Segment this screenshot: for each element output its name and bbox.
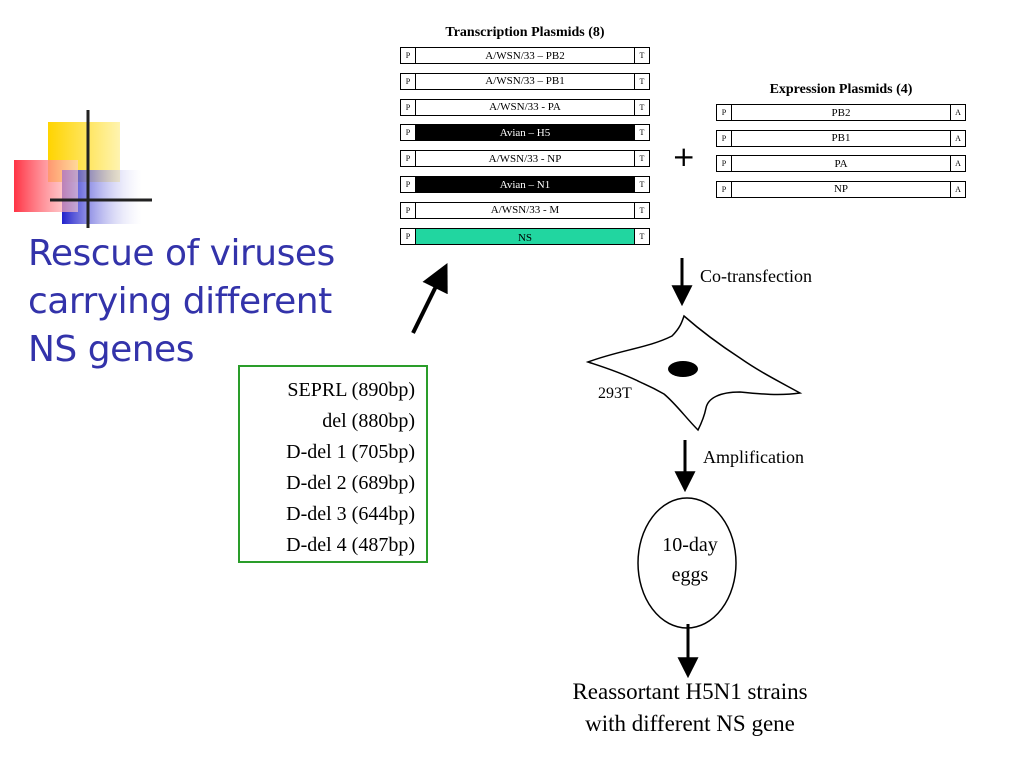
ns-variant-item: D-del 4 (487bp)	[286, 534, 415, 556]
terminator-label: T	[634, 48, 649, 63]
cell-nucleus	[668, 361, 698, 377]
eggs-line-2: eggs	[671, 564, 709, 586]
transcription-plasmid-5: P A/WSN/33 - NP T	[400, 150, 650, 168]
promoter-label: P	[401, 202, 416, 218]
promoter-label: P	[401, 125, 416, 141]
promoter-label: P	[717, 105, 732, 120]
promoter-label: P	[401, 151, 416, 167]
terminator-label: A	[950, 105, 965, 120]
ns-variant-item: D-del 3 (644bp)	[286, 503, 415, 525]
terminator-label: A	[950, 181, 965, 197]
terminator-label: T	[634, 177, 649, 192]
plasmid-label: A/WSN/33 - M	[490, 204, 560, 217]
transcription-plasmid-3: P A/WSN/33 - PA T	[400, 98, 650, 116]
ns-variant-item: D-del 1 (705bp)	[286, 441, 415, 463]
promoter-label: P	[401, 48, 416, 63]
terminator-label: T	[634, 73, 649, 89]
expression-plasmids-title: Expression Plasmids (4)	[769, 82, 913, 97]
promoter-label: P	[401, 99, 416, 115]
promoter-label: P	[401, 177, 416, 192]
expression-plasmid-1: P PB2 A	[716, 104, 966, 121]
terminator-label: A	[950, 130, 965, 146]
plasmid-label: Avian – H5	[416, 125, 634, 141]
slide-title: Rescue of viruses carrying different NS …	[28, 233, 335, 370]
terminator-label: A	[950, 156, 965, 171]
plasmid-label: A/WSN/33 – PB1	[485, 75, 565, 88]
terminator-label: T	[634, 202, 649, 218]
cotransfection-label: Co-transfection	[700, 266, 812, 286]
plasmid-label: PB2	[831, 106, 851, 119]
expression-plasmid-4: P NP A	[716, 180, 966, 198]
transcription-plasmid-7: P A/WSN/33 - M T	[400, 201, 650, 219]
eggs-label: 10-day eggs	[640, 530, 740, 590]
terminator-label: T	[634, 125, 649, 141]
eggs-line-1: 10-day	[662, 534, 718, 556]
plasmid-label: NS	[416, 228, 634, 244]
cell-line-label: 293T	[598, 385, 632, 402]
ns-variant-item: D-del 2 (689bp)	[286, 472, 415, 494]
plasmid-label: A/WSN/33 - NP	[488, 152, 562, 165]
amplification-label: Amplification	[703, 447, 804, 467]
plasmid-label: PA	[834, 157, 848, 170]
result-text: Reassortant H5N1 strains with different …	[520, 676, 860, 740]
terminator-label: T	[634, 228, 649, 244]
promoter-label: P	[717, 181, 732, 197]
ns-to-plasmid-arrow	[411, 262, 448, 334]
transcription-plasmid-2: P A/WSN/33 – PB1 T	[400, 72, 650, 90]
expression-plasmid-2: P PB1 A	[716, 129, 966, 147]
cell-shape	[585, 314, 803, 432]
terminator-label: T	[634, 151, 649, 167]
ns-variant-item: del (880bp)	[322, 410, 415, 432]
terminator-label: T	[634, 99, 649, 115]
plasmid-label: NP	[833, 183, 849, 195]
transcription-plasmids-title: Transcription Plasmids (8)	[445, 25, 605, 40]
plasmid-label: A/WSN/33 – PB2	[485, 49, 565, 62]
plus-sign: +	[672, 140, 696, 173]
result-line-2: with different NS gene	[585, 711, 795, 736]
plasmid-label: PB1	[831, 132, 851, 144]
promoter-label: P	[717, 130, 732, 146]
promoter-label: P	[401, 73, 416, 89]
transcription-plasmid-1: P A/WSN/33 – PB2 T	[400, 47, 650, 64]
promoter-label: P	[717, 156, 732, 171]
plasmid-label: Avian – N1	[416, 177, 634, 192]
ns-variant-item: SEPRL (890bp)	[287, 379, 415, 401]
expression-plasmid-3: P PA A	[716, 155, 966, 172]
plasmid-label: A/WSN/33 - PA	[489, 101, 561, 114]
result-line-1: Reassortant H5N1 strains	[572, 679, 808, 704]
promoter-label: P	[401, 228, 416, 244]
ns-variants-box: SEPRL (890bp) del (880bp) D-del 1 (705bp) D…	[238, 365, 428, 563]
decorative-logo	[14, 110, 152, 228]
